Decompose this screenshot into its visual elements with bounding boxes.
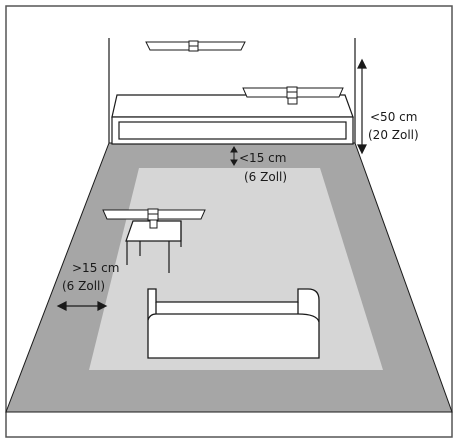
soundbar-on-table [102,208,206,229]
sofa [147,288,320,359]
dimension-gap-arrow [230,146,238,166]
label-height-max-imperial: (20 Zoll) [368,128,419,142]
label-height-max: <50 cm [370,110,417,124]
soundbar-wall-mounted [145,40,246,52]
dimension-side-arrow [56,301,108,311]
room-walls [108,38,356,143]
side-table [125,220,182,273]
dimension-height-arrow [357,58,367,155]
tv-stand [111,94,354,145]
label-gap-max-imperial: (6 Zoll) [244,170,287,184]
soundbar-on-stand [242,86,344,105]
label-gap-max: <15 cm [239,151,286,165]
label-side-min-imperial: (6 Zoll) [62,279,105,293]
label-side-min: >15 cm [72,261,119,275]
